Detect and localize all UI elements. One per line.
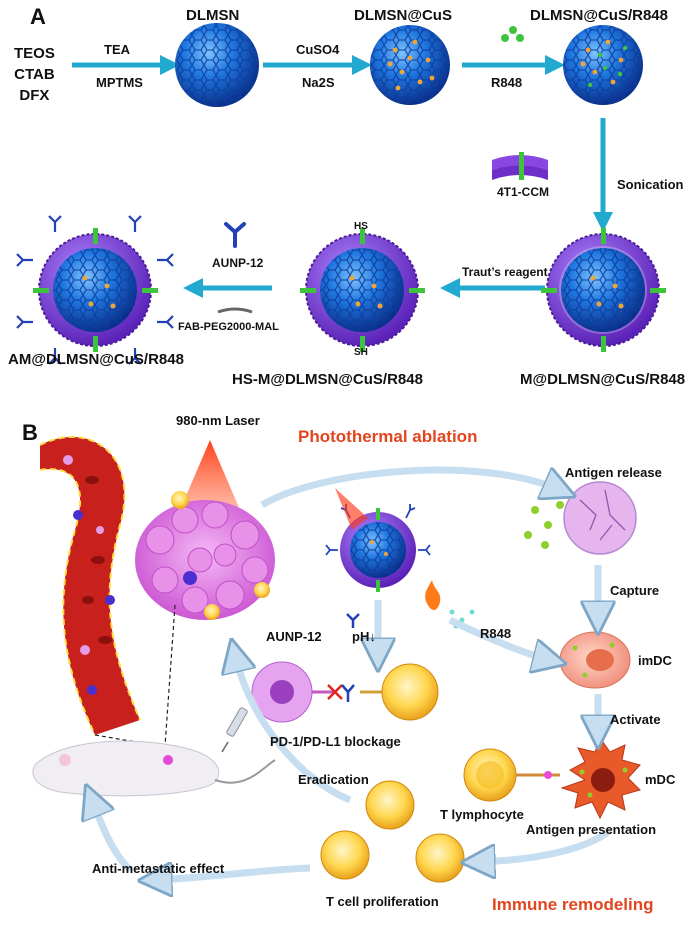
reagent-tea: TEA [104, 42, 130, 57]
antigen-particles [524, 501, 564, 549]
dlmsn-cus-r848-particle [563, 25, 643, 105]
precursor-list: TEOS CTAB DFX [14, 46, 55, 103]
photothermal-label: Photothermal ablation [298, 427, 478, 446]
t-cell-proliferation-label: T cell proliferation [326, 894, 439, 909]
antigen-release-label: Antigen release [565, 465, 662, 480]
m-dlmsn-particle [541, 228, 666, 352]
t-lymphocyte-label: T lymphocyte [440, 807, 524, 822]
reagent-peg-mal: FAB-PEG2000-MAL [178, 321, 279, 333]
membrane-label: 4T1-CCM [497, 185, 550, 199]
tumor-mass [135, 491, 275, 620]
panel-label-a: A [30, 4, 46, 29]
dying-tumor-cell [563, 481, 637, 555]
syringe-icon [221, 707, 248, 753]
blood-vessel [39, 435, 141, 736]
reagent-sonication: Sonication [617, 177, 684, 192]
t-lymphocyte-cell [463, 748, 560, 802]
mature-dc-cell [560, 736, 641, 820]
reagent-cuso4: CuSO4 [296, 42, 340, 57]
r848-label: R848 [480, 626, 512, 641]
aunp12-icon [224, 222, 246, 248]
dlmsn-particle [175, 23, 259, 107]
t-cell-cluster [320, 780, 465, 883]
mouse-illustration [32, 740, 276, 797]
reagent-aunp12: AUNP-12 [212, 256, 264, 270]
reagent-mptms: MPTMS [96, 75, 143, 90]
laser-beam-small [335, 488, 368, 530]
product-hs-m-dlmsn: HS-M@DLMSN@CuS/R848 [232, 371, 423, 388]
cycle-arrows [92, 466, 610, 880]
imdc-label: imDC [638, 653, 672, 668]
antigen-presentation-label: Antigen presentation [526, 822, 657, 837]
anti-metastatic-label: Anti-metastatic effect [92, 861, 225, 876]
r848-molecules [501, 26, 524, 42]
thiol-label-top: HS [354, 221, 368, 232]
pd1-blockage-illustration [251, 661, 439, 723]
product-dlmsn-cus-r848: DLMSN@CuS/R848 [530, 7, 668, 24]
reagent-na2s: Na2S [302, 75, 335, 90]
aunp12-label-b: AUNP-12 [266, 629, 322, 644]
flame-icon [425, 580, 441, 610]
dlmsn-cus-particle [370, 25, 450, 105]
activate-label: Activate [610, 712, 661, 727]
blockage-label: PD-1/PD-L1 blockage [270, 734, 401, 749]
am-dlmsn-particle [16, 215, 174, 365]
synthesis-arrows [72, 55, 613, 298]
immune-remodeling-label: Immune remodeling [492, 895, 654, 914]
aunp12-icon-b [346, 613, 360, 628]
eradication-label: Eradication [298, 772, 369, 787]
immature-dc-cell [559, 631, 631, 689]
laser-label: 980-nm Laser [176, 413, 260, 428]
product-dlmsn-cus: DLMSN@CuS [354, 7, 452, 24]
zoom-lines [94, 604, 176, 747]
panel-label-b: B [22, 420, 38, 445]
product-am-dlmsn: AM@DLMSN@CuS/R848 [8, 351, 184, 368]
product-dlmsn: DLMSN [186, 7, 240, 24]
precursor-teos: TEOS [14, 45, 55, 62]
hs-m-dlmsn-particle [300, 228, 425, 352]
mdc-label: mDC [645, 772, 676, 787]
peg-linker-icon [217, 307, 253, 314]
am-dlmsn-particle-b [325, 504, 431, 592]
capture-label: Capture [610, 583, 660, 598]
cancer-cell-membrane [492, 152, 548, 180]
precursor-ctab: CTAB [14, 66, 55, 83]
ph-label: pH↓ [352, 629, 376, 644]
precursor-dfx: DFX [19, 87, 50, 104]
thiol-label-bottom: SH [354, 347, 368, 358]
reagent-r848: R848 [491, 75, 523, 90]
product-m-dlmsn: M@DLMSN@CuS/R848 [520, 371, 686, 388]
reagent-trauts: Traut’s reagent [462, 265, 548, 279]
